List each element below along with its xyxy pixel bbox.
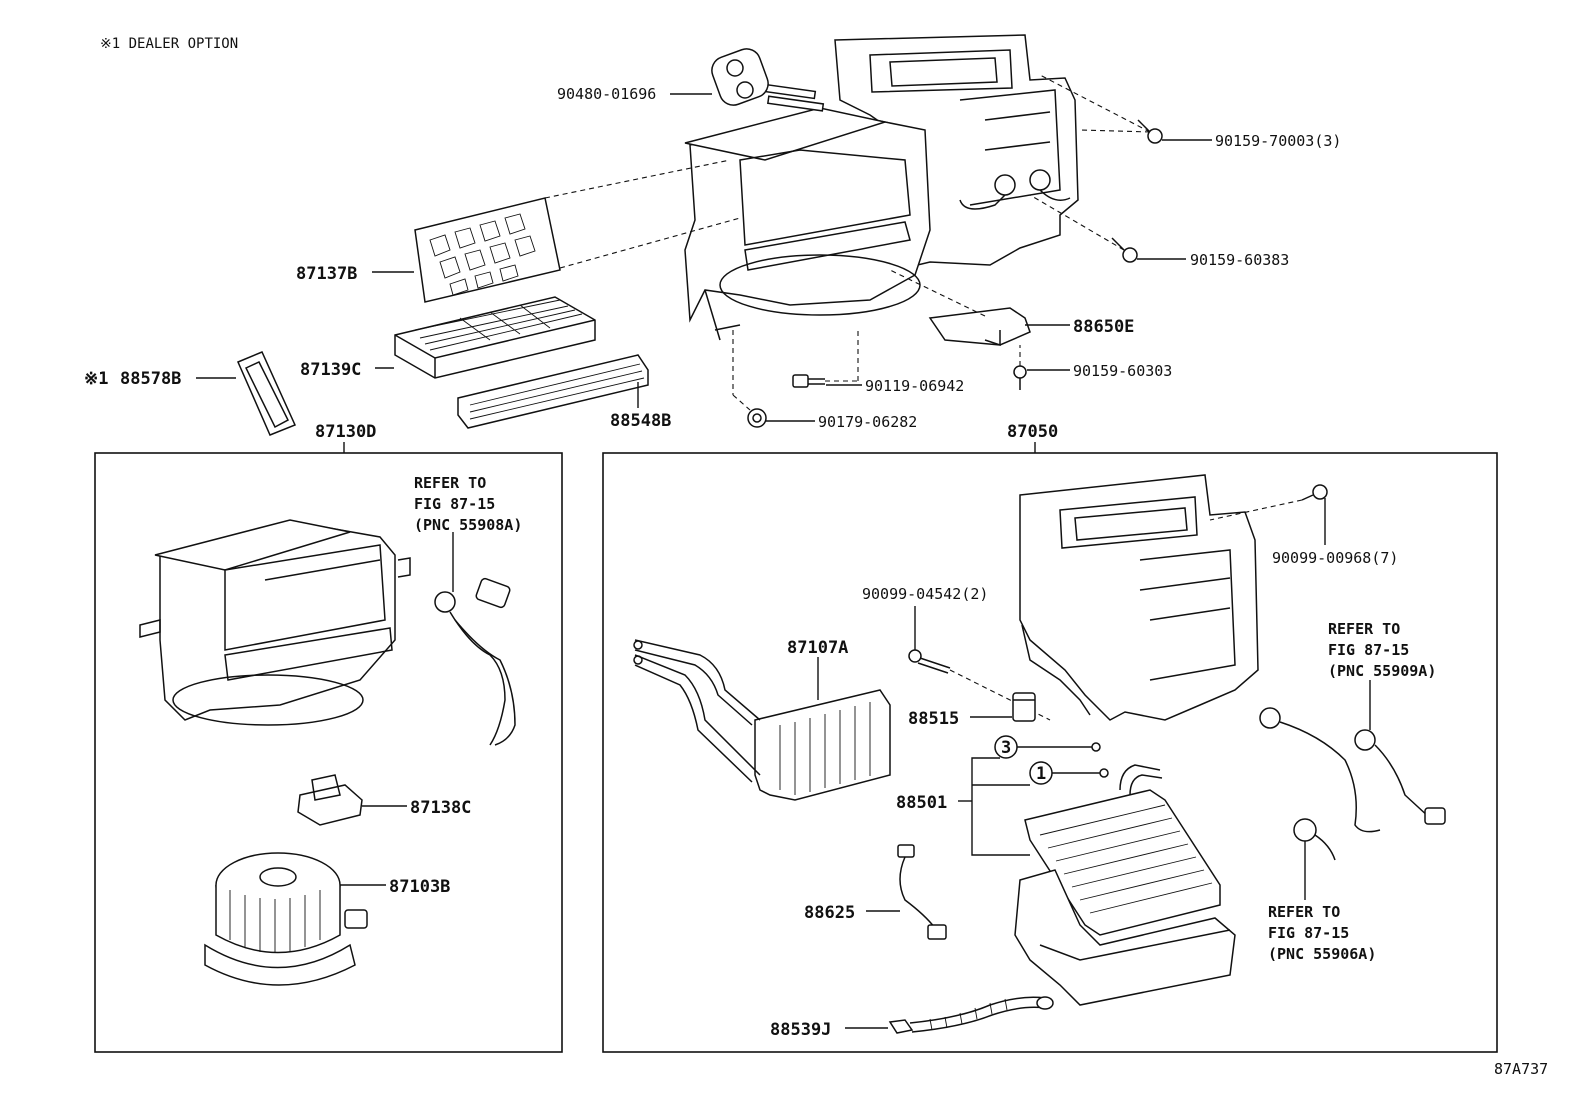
screw-90159-60303 <box>1013 365 1027 390</box>
refer-right-top-line2: FIG 87-15 <box>1328 641 1409 659</box>
gasket-88578B <box>237 351 297 436</box>
filter-cover-88548B <box>457 354 649 429</box>
part-88625: 88625 <box>804 903 855 923</box>
part-87138C: 87138C <box>410 798 471 818</box>
part-87130D: 87130D <box>315 422 376 442</box>
part-87137B: 87137B <box>296 264 357 284</box>
grommet <box>711 48 769 106</box>
part-88515: 88515 <box>908 709 959 729</box>
expansion-valve <box>1012 692 1036 722</box>
part-90159-60383: 90159-60383 <box>1190 251 1289 269</box>
bolt-90099-04542 <box>908 649 951 674</box>
evaporator <box>1024 764 1221 936</box>
svg-text:1: 1 <box>1036 764 1046 784</box>
heater-core <box>633 639 891 801</box>
part-90159-60303: 90159-60303 <box>1073 362 1172 380</box>
figure-code: 87A737 <box>1494 1060 1548 1078</box>
refer-right-top-line1: REFER TO <box>1328 620 1400 638</box>
blower-assembly-box <box>94 452 563 1053</box>
screw-90159-70003 <box>1137 119 1163 144</box>
hvac-unit-assembly <box>684 34 1079 341</box>
blower-resistor <box>297 774 363 826</box>
drain-hose <box>888 996 1054 1034</box>
refer-left-line1: REFER TO <box>414 474 486 492</box>
screw-90159-60383 <box>1111 237 1138 263</box>
marker-1: 1 <box>1029 761 1053 785</box>
refer-right-top-line3: (PNC 55909A) <box>1328 662 1436 680</box>
thermistor <box>897 844 947 940</box>
filter-frame <box>414 197 561 303</box>
blower-housing <box>139 519 411 726</box>
refer-right-bottom-line2: FIG 87-15 <box>1268 924 1349 942</box>
part-88650E: 88650E <box>1073 317 1134 337</box>
blower-motor <box>204 852 368 986</box>
marker-3: 3 <box>994 735 1018 759</box>
part-90099-04542: 90099-04542(2) <box>862 585 988 603</box>
part-88578B: 88578B <box>120 369 181 389</box>
servo-motor-harness-55909A <box>1259 707 1446 833</box>
part-88501: 88501 <box>896 793 947 813</box>
nut-90179-06282 <box>747 408 767 428</box>
refer-right-bottom-line1: REFER TO <box>1268 903 1340 921</box>
air-filter <box>394 296 596 379</box>
bracket-88650E <box>928 307 1031 347</box>
heater-case <box>1019 474 1259 721</box>
dealer-option-note: ※1 DEALER OPTION <box>100 36 238 52</box>
svg-text:3: 3 <box>1001 738 1011 758</box>
heater-unit-box <box>602 452 1498 1053</box>
part-87103B: 87103B <box>389 877 450 897</box>
screw-90099-00968 <box>1301 484 1328 501</box>
part-87050: 87050 <box>1007 422 1058 442</box>
lower-case <box>1014 869 1236 1006</box>
part-88548B: 88548B <box>610 411 671 431</box>
part-88539J: 88539J <box>770 1020 831 1040</box>
refer-left-line3: (PNC 55908A) <box>414 516 522 534</box>
refer-left-line2: FIG 87-15 <box>414 495 495 513</box>
servo-motor-harness-55906A <box>1293 818 1336 861</box>
part-90099-00968: 90099-00968(7) <box>1272 549 1398 567</box>
part-90159-70003: 90159-70003(3) <box>1215 132 1341 150</box>
bolt-90119-06942 <box>792 374 825 388</box>
dealer-option-mark: ※1 <box>84 369 108 389</box>
part-90179-06282: 90179-06282 <box>818 413 917 431</box>
part-87139C: 87139C <box>300 360 361 380</box>
part-90480-01696: 90480-01696 <box>557 85 656 103</box>
part-87107A: 87107A <box>787 638 848 658</box>
part-90119-06942: 90119-06942 <box>865 377 964 395</box>
servo-motor-left <box>434 577 516 746</box>
refer-right-bottom-line3: (PNC 55906A) <box>1268 945 1376 963</box>
